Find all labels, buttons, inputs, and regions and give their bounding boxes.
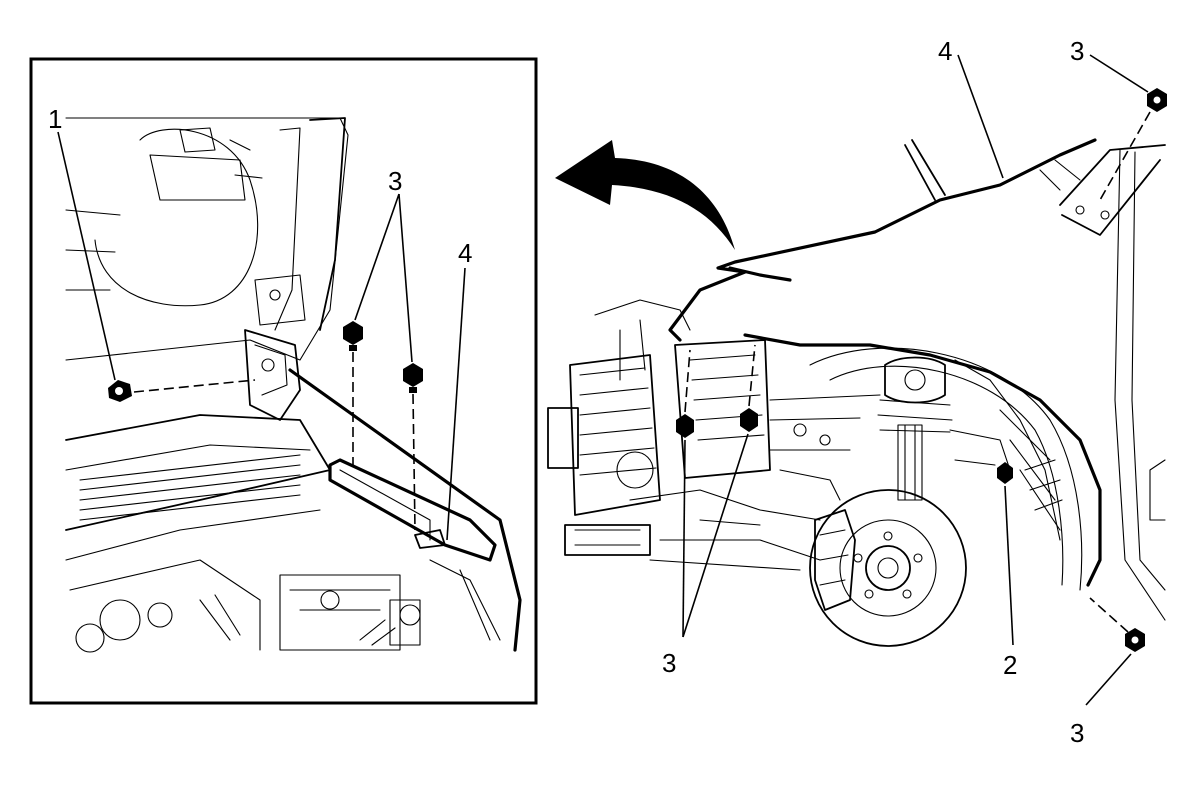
leader-main-3-top (1089, 54, 1149, 93)
inset-bolt-3a (343, 321, 363, 351)
callout-inset-3: 3 (388, 166, 402, 196)
main-bolt-bottom (1125, 628, 1145, 652)
front-end-structure (547, 299, 821, 571)
callout-main-2: 2 (1003, 650, 1017, 680)
leader-main-2 (1004, 485, 1014, 646)
install-line-front-b (748, 344, 756, 407)
main-bolt-front-b (740, 408, 758, 432)
inset-bolt-1 (108, 380, 132, 402)
inset-engine-bay (69, 559, 501, 653)
strut-assembly (877, 356, 953, 501)
main-view: 4 3 3 3 2 (547, 36, 1167, 748)
leader-main-3-bottom (1085, 653, 1132, 706)
install-line-top-right (1099, 111, 1151, 201)
callout-inset-4: 4 (458, 238, 472, 268)
brake-caliper (814, 509, 856, 611)
removal-arrow-icon (555, 140, 735, 250)
callout-main-3-front: 3 (662, 648, 676, 678)
install-line-bottom (1089, 597, 1129, 633)
wheelhouse (809, 347, 1083, 591)
leader-inset-1 (57, 131, 116, 381)
inset-hood-underside (65, 117, 349, 361)
leader-inset-3b (398, 193, 413, 363)
inset-frame (29, 57, 538, 705)
brake-rotor (809, 489, 967, 647)
leader-main-3-front-a (682, 439, 686, 638)
callout-main-3-bottom: 3 (1070, 718, 1084, 748)
inset-install-line-3b (412, 393, 416, 531)
leader-main-4 (957, 54, 1004, 179)
main-liner-fastener (997, 462, 1013, 484)
callout-main-4: 4 (938, 36, 952, 66)
fender-panel (668, 138, 1102, 587)
body-side (1059, 144, 1166, 621)
inset-hood-hinge (244, 329, 301, 421)
inset-cowl (65, 414, 331, 561)
main-bolt-front-a (676, 414, 694, 438)
callout-inset-1: 1 (48, 104, 62, 134)
inset-fender (288, 368, 522, 652)
main-bolt-top-right (1147, 88, 1167, 112)
inset-detail: 1 3 4 (29, 57, 538, 705)
leader-inset-3a (354, 193, 400, 321)
inset-bolt-3b (403, 363, 423, 393)
leader-main-3-front-b (682, 433, 749, 638)
inset-install-line-1 (133, 379, 256, 393)
install-line-front-a (684, 349, 691, 413)
callout-main-3-top: 3 (1070, 36, 1084, 66)
leader-inset-4 (446, 267, 466, 541)
